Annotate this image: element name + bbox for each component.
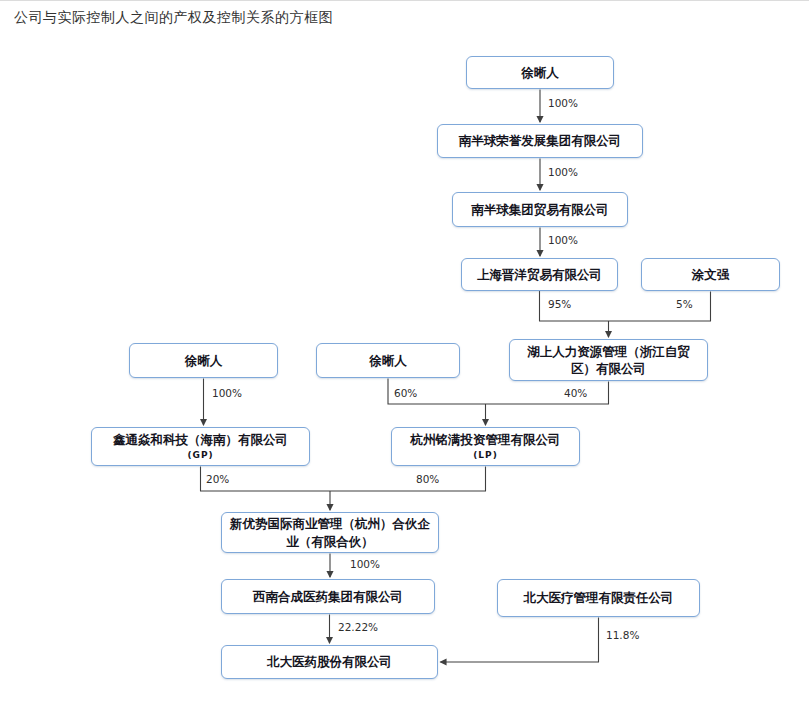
node-tu-wenqiang: 涂文强	[641, 258, 780, 291]
node-label: 徐晰人	[185, 352, 223, 370]
edge-label-mingman-xinyoushi: 80%	[416, 473, 439, 485]
node-beida-medical-mgmt: 北大医疗管理有限责任公司	[497, 579, 700, 617]
node-nanbanqiu-rongyu-group: 南半球荣誉发展集团有限公司	[437, 124, 643, 158]
edge-label-rongyu-trading: 100%	[548, 166, 578, 178]
node-label: 西南合成医药集团有限公司	[253, 588, 403, 606]
node-shanghai-jinyang: 上海晋洋贸易有限公司	[461, 258, 618, 291]
node-label: 湖上人力资源管理（浙江自贸区）有限公司	[518, 343, 699, 378]
node-label: 北大医药股份有限公司	[267, 653, 392, 671]
node-xintong-yanhe: 鑫通焱和科技（海南）有限公司 (GP)	[91, 427, 310, 466]
node-hangzhou-mingman: 杭州铭满投资管理有限公司 (LP)	[391, 427, 580, 466]
edge-label-xinan-beidapharma: 22.22%	[338, 621, 378, 633]
node-label: 新优势国际商业管理（杭州）合伙企业（有限合伙）	[230, 515, 430, 550]
node-nanbanqiu-trading: 南半球集团贸易有限公司	[452, 192, 628, 227]
edge-label-xu-top-rongyu: 100%	[548, 97, 578, 109]
edge-label-xumid-mingman: 60%	[394, 387, 417, 399]
node-label: 上海晋洋贸易有限公司	[477, 266, 602, 284]
node-beida-pharma: 北大医药股份有限公司	[221, 645, 438, 679]
node-sublabel-gp: (GP)	[187, 449, 213, 462]
node-xinyoushi-partnership: 新优势国际商业管理（杭州）合伙企业（有限合伙）	[221, 512, 439, 553]
edge-label-xinyoushi-xinan: 100%	[350, 558, 380, 570]
edge-bus-xintong-mingman	[201, 467, 486, 492]
node-xu-xiren-left: 徐晰人	[129, 343, 278, 378]
edge-label-trading-jinyang: 100%	[548, 234, 578, 246]
node-label: 徐晰人	[521, 64, 559, 82]
node-label: 南半球集团贸易有限公司	[471, 201, 609, 219]
node-label: 南半球荣誉发展集团有限公司	[459, 132, 622, 150]
node-xu-xiren-mid: 徐晰人	[316, 343, 460, 378]
edge-label-xuleft-xintong: 100%	[212, 387, 242, 399]
node-xinan-hecheng: 西南合成医药集团有限公司	[221, 579, 435, 614]
node-label: 涂文强	[692, 266, 730, 284]
edge-label-tu-hushang: 5%	[676, 298, 693, 310]
edge-label-beidamgmt-beidapharma: 11.8%	[606, 629, 639, 641]
edge-label-jinyang-hushang: 95%	[548, 298, 571, 310]
node-sublabel-lp: (LP)	[473, 449, 498, 462]
node-label: 徐晰人	[369, 352, 407, 370]
edge-label-hushang-mingman: 40%	[564, 387, 587, 399]
edge-beidamgmt-to-beidapharma	[441, 618, 599, 663]
node-label: 杭州铭满投资管理有限公司	[411, 431, 561, 449]
edge-label-xintong-xinyoushi: 20%	[206, 473, 229, 485]
node-label: 鑫通焱和科技（海南）有限公司	[113, 431, 288, 449]
node-xu-xiren-top: 徐晰人	[466, 56, 614, 89]
node-label: 北大医疗管理有限责任公司	[524, 589, 674, 607]
node-hushang-hr: 湖上人力资源管理（浙江自贸区）有限公司	[509, 339, 708, 381]
